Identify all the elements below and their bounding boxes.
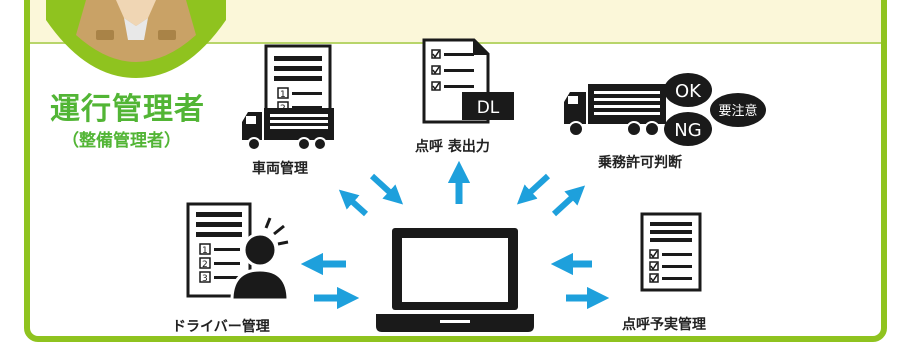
role-subtitle: （整備管理者） [62, 131, 181, 151]
label-driver-management: ドライバー管理 [172, 319, 270, 335]
truck-icon [242, 108, 334, 151]
list-number-2: 2 [202, 260, 208, 270]
role-title: 運行管理者 [50, 92, 205, 127]
ok-badge: OK [675, 81, 702, 102]
list-number-3: 3 [202, 274, 208, 284]
label-vehicle-management: 車両管理 [252, 161, 308, 177]
label-roll-call-output: 点呼 表出力 [415, 139, 490, 155]
truck-icon [564, 84, 666, 137]
caution-badge: 要注意 [718, 103, 757, 119]
list-number-1: 1 [280, 90, 286, 100]
label-roll-call-record: 点呼予実管理 [622, 317, 706, 333]
driver-icon [230, 217, 290, 302]
checklist-icon: DL [422, 38, 514, 124]
download-badge: DL [477, 98, 500, 118]
person-avatar-icon [46, 0, 226, 78]
laptop-icon [376, 228, 534, 332]
checklist-icon [640, 212, 702, 292]
ng-badge: NG [674, 120, 701, 141]
label-boarding-judgment: 乗務許可判断 [598, 155, 682, 171]
status-badges: OK NG 要注意 [664, 73, 766, 146]
list-number-1: 1 [202, 246, 208, 256]
